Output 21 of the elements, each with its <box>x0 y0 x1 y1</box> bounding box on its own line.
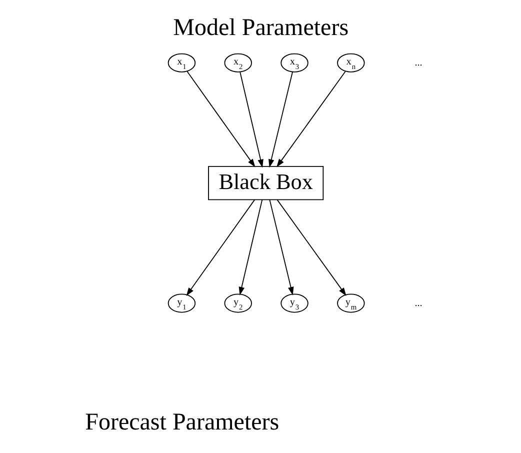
caption: Forecast Parameters <box>84 410 279 436</box>
node-ellipse: y$_{1}$ <box>167 294 196 313</box>
node-ellipse: x$_{2}$ <box>224 53 252 72</box>
label: ... <box>414 57 422 68</box>
node-ellipse: y$_{3}$ <box>280 294 308 313</box>
node-ellipse: x$_{3}$ <box>280 53 308 72</box>
node-ellipse: x$_{1}$ <box>167 53 196 72</box>
node-ellipse: y$_{2}$ <box>224 294 252 313</box>
arrow <box>276 199 346 296</box>
arrow <box>186 199 254 296</box>
arrow <box>268 71 292 168</box>
node-box: Black Box <box>208 166 324 200</box>
node-ellipse: x$_{n}$ <box>336 53 364 72</box>
label: ... <box>414 298 422 309</box>
arrow <box>186 71 255 168</box>
arrow <box>268 199 294 296</box>
arrow <box>239 72 263 168</box>
arrow <box>276 71 346 168</box>
arrow <box>238 199 262 296</box>
diagram-title: Model Parameters <box>172 14 348 41</box>
node-ellipse: y$_{m}$ <box>336 294 364 313</box>
